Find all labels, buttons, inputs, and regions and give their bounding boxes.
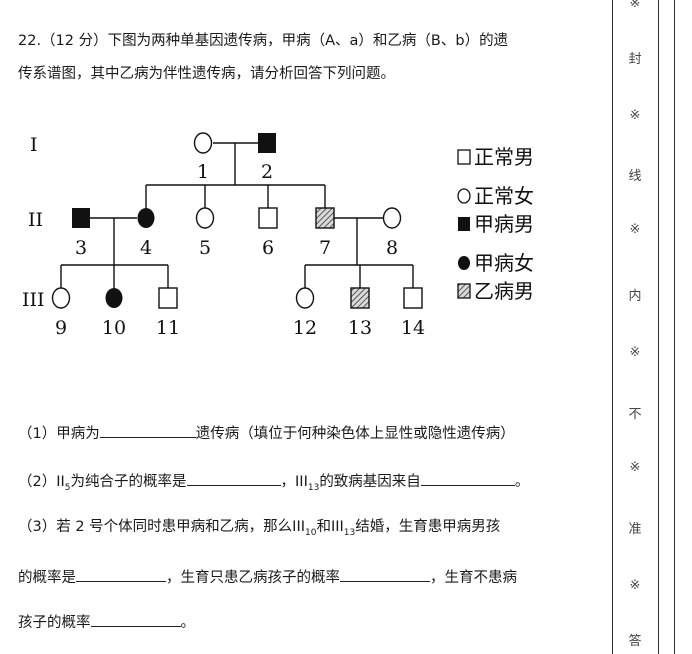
individual-number: 6 <box>262 237 274 259</box>
margin-line-middle <box>658 0 659 654</box>
individual-number: 5 <box>199 237 211 259</box>
individual-number: 10 <box>102 317 126 339</box>
q3-answer-blank-1[interactable] <box>76 566 166 582</box>
side-mark: ※ <box>629 345 641 360</box>
individual-number: 11 <box>156 317 180 339</box>
generation-label-iii: III <box>22 289 45 311</box>
generation-label-i: I <box>30 134 38 156</box>
q3-suffix: 结婚，生育患甲病男孩 <box>355 519 501 535</box>
individual-number: 7 <box>319 237 331 259</box>
side-mark: ※ <box>629 108 641 123</box>
individual-11-normal-male <box>158 287 178 309</box>
q2-prefix: （2）II <box>18 474 65 490</box>
individual-number: 13 <box>348 317 372 339</box>
individual-number: 8 <box>386 237 398 259</box>
side-mark: ※ <box>629 578 641 593</box>
individual-10-affected-female-a <box>105 288 123 308</box>
q2-suffix: 的致病基因来自 <box>319 474 421 490</box>
individual-2-affected-male-a <box>258 133 276 153</box>
legend-label-affected-female-a: 甲病女 <box>474 251 534 275</box>
legend-label-affected-male-a: 甲病男 <box>474 212 534 236</box>
individual-number: 12 <box>293 317 317 339</box>
q2-answer-blank-1[interactable] <box>186 470 281 486</box>
side-mark: ※ <box>629 222 641 237</box>
individual-number: 9 <box>55 317 67 339</box>
side-mark: 线 <box>628 169 642 184</box>
side-mark: ※ <box>629 0 641 11</box>
individual-3-affected-male-a <box>72 208 90 228</box>
q2-subscript-5: 5 <box>64 482 71 493</box>
q3-line2-b: ，生育只患乙病孩子的概率 <box>166 570 340 586</box>
q2-sep: ，III <box>280 474 308 490</box>
q3-prefix: （3）若 2 号个体同时患甲病和乙病，那么III <box>18 519 305 535</box>
pedigree-chart: I II III 1 2 3 4 5 6 7 8 9 10 11 12 13 1… <box>22 132 534 339</box>
individual-5-normal-female <box>195 207 215 229</box>
pedigree-legend: 正常男 正常女 甲病男 甲病女 乙病男 <box>457 145 534 303</box>
legend-affected-male-a-symbol <box>458 217 470 231</box>
question-line-2: 传系谱图，其中乙病为伴性遗传病，请分析回答下列问题。 <box>18 66 395 82</box>
individual-8-normal-female <box>382 207 402 229</box>
sub-question-3-line-2: 的概率是 ，生育只患乙病孩子的概率 ，生育不患病 <box>18 566 517 588</box>
q3-subscript-10: 10 <box>305 527 317 538</box>
side-mark: 不 <box>628 407 642 422</box>
q2-subscript-13: 13 <box>307 482 320 493</box>
individual-7-affected-male-b <box>315 207 335 229</box>
q3-line2-c: ，生育不患病 <box>430 570 517 586</box>
individual-9-normal-female <box>51 287 71 309</box>
legend-affected-male-b-symbol <box>457 283 471 299</box>
q2-answer-blank-2[interactable] <box>420 470 515 486</box>
individual-1-normal-female <box>193 132 213 154</box>
side-mark: 准 <box>628 522 642 537</box>
individual-4-affected-female-a <box>137 208 155 228</box>
sub-question-3: （3）若 2 号个体同时患甲病和乙病，那么III10和III13结婚，生育患甲病… <box>18 517 500 537</box>
generation-label-ii: II <box>28 209 43 231</box>
q3-line3-a: 孩子的概率 <box>18 615 91 631</box>
q3-line2-a: 的概率是 <box>18 570 76 586</box>
side-mark: 内 <box>628 289 642 304</box>
legend-label-affected-male-b: 乙病男 <box>474 279 534 303</box>
individual-13-affected-male-b <box>350 287 370 309</box>
q3-line3-end: 。 <box>180 615 196 631</box>
legend-label-normal-male: 正常男 <box>474 145 534 169</box>
legend-normal-male-symbol <box>457 149 471 165</box>
side-mark: 答 <box>628 634 642 649</box>
individual-6-normal-male <box>258 207 278 229</box>
q3-subscript-13: 13 <box>343 527 356 538</box>
side-mark: ※ <box>629 460 641 475</box>
legend-normal-female-symbol <box>457 188 471 204</box>
q1-suffix: 遗传病（填位于何种染色体上显性或隐性遗传病） <box>195 426 515 442</box>
question-line-1: 22.（12 分）下图为两种单基因遗传病，甲病（A、a）和乙病（B、b）的遗 <box>18 33 509 49</box>
binding-margin: ※ 封 ※ 线 ※ 内 ※ 不 ※ 准 ※ 答 <box>612 0 676 654</box>
q2-end: 。 <box>514 474 530 490</box>
individual-number: 14 <box>401 317 425 339</box>
margin-line-right <box>674 0 675 654</box>
q1-answer-blank[interactable] <box>99 422 196 438</box>
q1-prefix: （1）甲病为 <box>18 426 100 442</box>
individual-number: 1 <box>197 161 209 183</box>
individual-14-normal-male <box>403 287 423 309</box>
individual-number: 3 <box>75 237 87 259</box>
individual-number: 2 <box>261 161 273 183</box>
q3-answer-blank-2[interactable] <box>340 566 430 582</box>
individual-12-normal-female <box>295 287 315 309</box>
q2-mid: 为纯合子的概率是 <box>70 474 187 490</box>
sub-question-1: （1）甲病为 遗传病（填位于何种染色体上显性或隐性遗传病） <box>18 422 515 444</box>
individual-number: 4 <box>140 237 152 259</box>
margin-line-left <box>612 0 613 654</box>
legend-affected-female-a-symbol <box>458 256 470 270</box>
q3-answer-blank-3[interactable] <box>90 611 181 627</box>
sub-question-3-line-3: 孩子的概率 。 <box>18 611 195 633</box>
side-mark: 封 <box>628 52 642 67</box>
q3-and: 和III <box>316 519 344 535</box>
legend-label-normal-female: 正常女 <box>474 184 534 208</box>
sub-question-2: （2）II5为纯合子的概率是 ，III13的致病基因来自 。 <box>18 470 529 492</box>
